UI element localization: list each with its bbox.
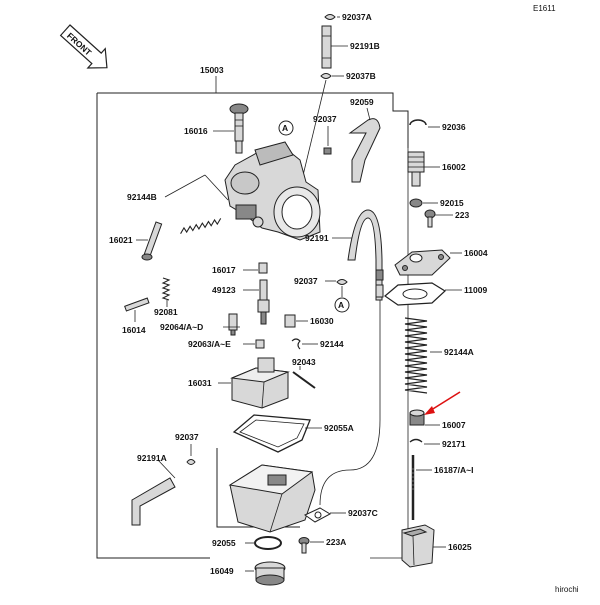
tube-92191b bbox=[321, 25, 332, 69]
clip-92036 bbox=[409, 119, 427, 126]
label-92144: 92144 bbox=[320, 339, 344, 349]
label-92037-mid: 92037 bbox=[294, 276, 318, 286]
label-92055: 92055 bbox=[212, 538, 236, 548]
watermark-text: hirochi bbox=[555, 585, 579, 594]
assembly-frame bbox=[96, 92, 409, 559]
part-16002 bbox=[407, 151, 425, 187]
label-16021: 16021 bbox=[109, 235, 133, 245]
label-92191b: 92191B bbox=[350, 41, 380, 51]
tube-92191-continuation bbox=[319, 300, 381, 506]
front-arrow-icon: FRONT bbox=[59, 24, 108, 69]
float-16031 bbox=[230, 357, 290, 409]
clip-92171 bbox=[409, 438, 423, 443]
jet-92063 bbox=[255, 339, 265, 349]
svg-text:A: A bbox=[338, 300, 344, 310]
callout-a-top: A bbox=[278, 120, 294, 136]
label-16025: 16025 bbox=[448, 542, 472, 552]
part-16016 bbox=[229, 103, 249, 154]
part-16004 bbox=[394, 249, 451, 276]
callout-a-mid: A bbox=[334, 297, 350, 313]
screw-223 bbox=[424, 209, 436, 228]
label-16016: 16016 bbox=[184, 126, 208, 136]
gasket-11009 bbox=[384, 282, 446, 306]
label-92055a: 92055A bbox=[324, 423, 354, 433]
spring-92144b bbox=[180, 218, 222, 234]
label-92144b: 92144B bbox=[127, 192, 157, 202]
label-92036: 92036 bbox=[442, 122, 466, 132]
plug-16049 bbox=[254, 561, 286, 586]
svg-text:A: A bbox=[282, 123, 288, 133]
spring-92081 bbox=[161, 277, 171, 301]
screw-16021 bbox=[141, 221, 163, 261]
part-49123 bbox=[257, 279, 270, 325]
label-16031: 16031 bbox=[188, 378, 212, 388]
carburetor-body bbox=[224, 141, 321, 241]
jet-92064 bbox=[228, 313, 238, 336]
label-92037a: 92037A bbox=[342, 12, 372, 22]
label-16002: 16002 bbox=[442, 162, 466, 172]
tube-92059 bbox=[348, 118, 381, 183]
label-16004: 16004 bbox=[464, 248, 488, 258]
label-11009: 11009 bbox=[464, 285, 487, 295]
label-92037-low: 92037 bbox=[175, 432, 199, 442]
label-16030: 16030 bbox=[310, 316, 334, 326]
label-16007: 16007 bbox=[442, 420, 466, 430]
float-bowl bbox=[228, 464, 316, 533]
clip-92037c bbox=[304, 507, 332, 523]
screw-223a bbox=[298, 537, 310, 554]
label-92191: 92191 bbox=[305, 233, 329, 243]
part-16025 bbox=[401, 524, 435, 568]
washer-92015 bbox=[409, 198, 423, 208]
clip-92037-top bbox=[323, 147, 332, 155]
label-92043: 92043 bbox=[292, 357, 316, 367]
clip-92037-mid bbox=[336, 279, 348, 285]
label-92081: 92081 bbox=[154, 307, 178, 317]
tube-92191a bbox=[131, 477, 176, 526]
gasket-92055a bbox=[232, 414, 311, 453]
label-16187: 16187/A~I bbox=[434, 465, 473, 475]
spring-92144 bbox=[291, 338, 301, 350]
part-16007 bbox=[409, 409, 425, 426]
label-92064: 92064/A~D bbox=[160, 322, 203, 332]
clip-92037b bbox=[320, 73, 332, 79]
diagram-code: E1611 bbox=[533, 4, 556, 13]
highlight-arrow-icon bbox=[424, 391, 461, 415]
pin-92043 bbox=[292, 371, 316, 389]
label-49123: 49123 bbox=[212, 285, 236, 295]
label-92015: 92015 bbox=[440, 198, 464, 208]
assembly-label: 15003 bbox=[200, 65, 224, 75]
label-92171: 92171 bbox=[442, 439, 466, 449]
label-92037c: 92037C bbox=[348, 508, 378, 518]
part-16030 bbox=[284, 314, 296, 328]
label-16049: 16049 bbox=[210, 566, 234, 576]
label-92037b: 92037B bbox=[346, 71, 376, 81]
tube-92191 bbox=[347, 209, 384, 301]
label-92144a: 92144A bbox=[444, 347, 474, 357]
oring-92055 bbox=[254, 536, 282, 550]
label-16014: 16014 bbox=[122, 325, 146, 335]
spring-92144a bbox=[404, 317, 428, 394]
label-223: 223 bbox=[455, 210, 469, 220]
part-16017 bbox=[258, 262, 268, 274]
label-223a: 223A bbox=[326, 537, 346, 547]
clip-92037-low bbox=[186, 459, 196, 465]
label-92063: 92063/A~E bbox=[188, 339, 231, 349]
clip-92037a bbox=[324, 14, 336, 20]
label-16017: 16017 bbox=[212, 265, 236, 275]
label-92059: 92059 bbox=[350, 97, 374, 107]
label-92037-top: 92037 bbox=[313, 114, 337, 124]
part-16014 bbox=[124, 297, 150, 312]
label-92191a: 92191A bbox=[137, 453, 167, 463]
